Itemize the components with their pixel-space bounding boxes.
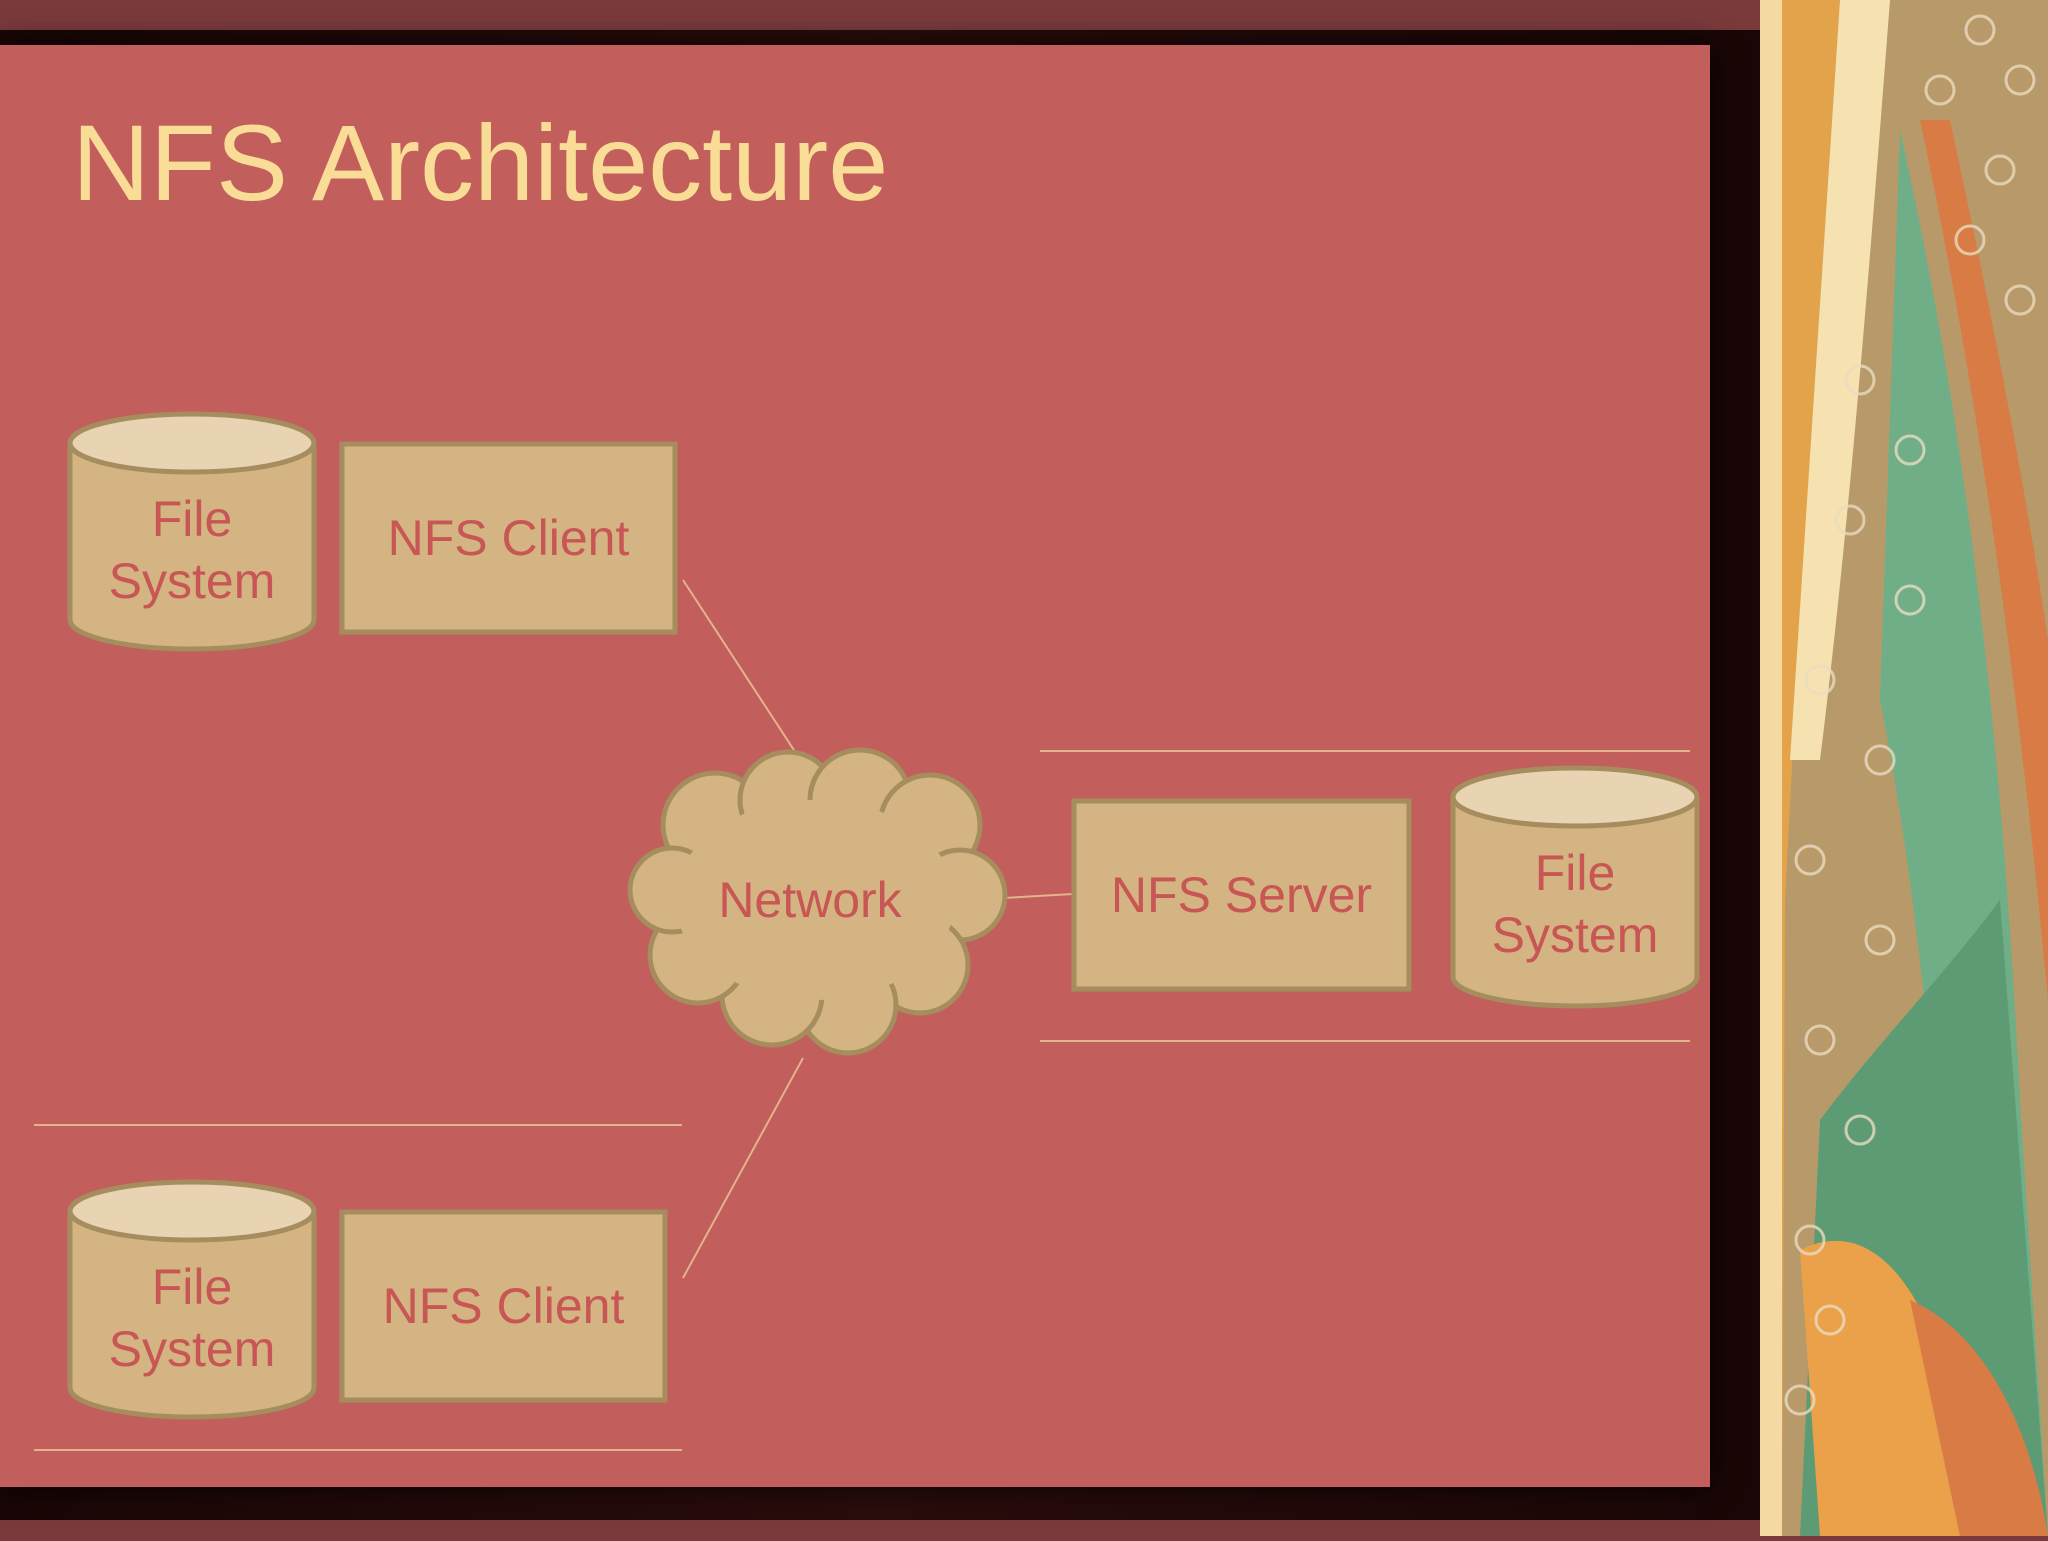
client1-filesystem-cylinder: [67, 411, 317, 652]
client2-label: NFS Client: [382, 1278, 625, 1334]
slide-title: NFS Architecture: [72, 102, 889, 223]
client1-box: [339, 441, 678, 635]
server-label: NFS Server: [1110, 867, 1373, 923]
network-label: Network: [718, 872, 902, 928]
decorative-side-panel: [1760, 0, 2048, 1536]
client1-filesystem-label: File System: [108, 491, 276, 609]
connector-network-server: [1002, 893, 1074, 899]
decorative-ribbons-icon: [1760, 0, 2048, 1536]
server-box: [1071, 798, 1412, 992]
client2-filesystem-label: File System: [108, 1259, 276, 1377]
server-filesystem-cylinder: [1450, 765, 1700, 1009]
server-filesystem-label: File System: [1491, 845, 1659, 963]
connector-client2-network: [682, 1057, 804, 1279]
client1-label: NFS Client: [387, 510, 630, 566]
client2-filesystem-cylinder: [67, 1179, 317, 1420]
client2-box: [339, 1209, 668, 1403]
network-cloud: [627, 747, 1008, 1056]
